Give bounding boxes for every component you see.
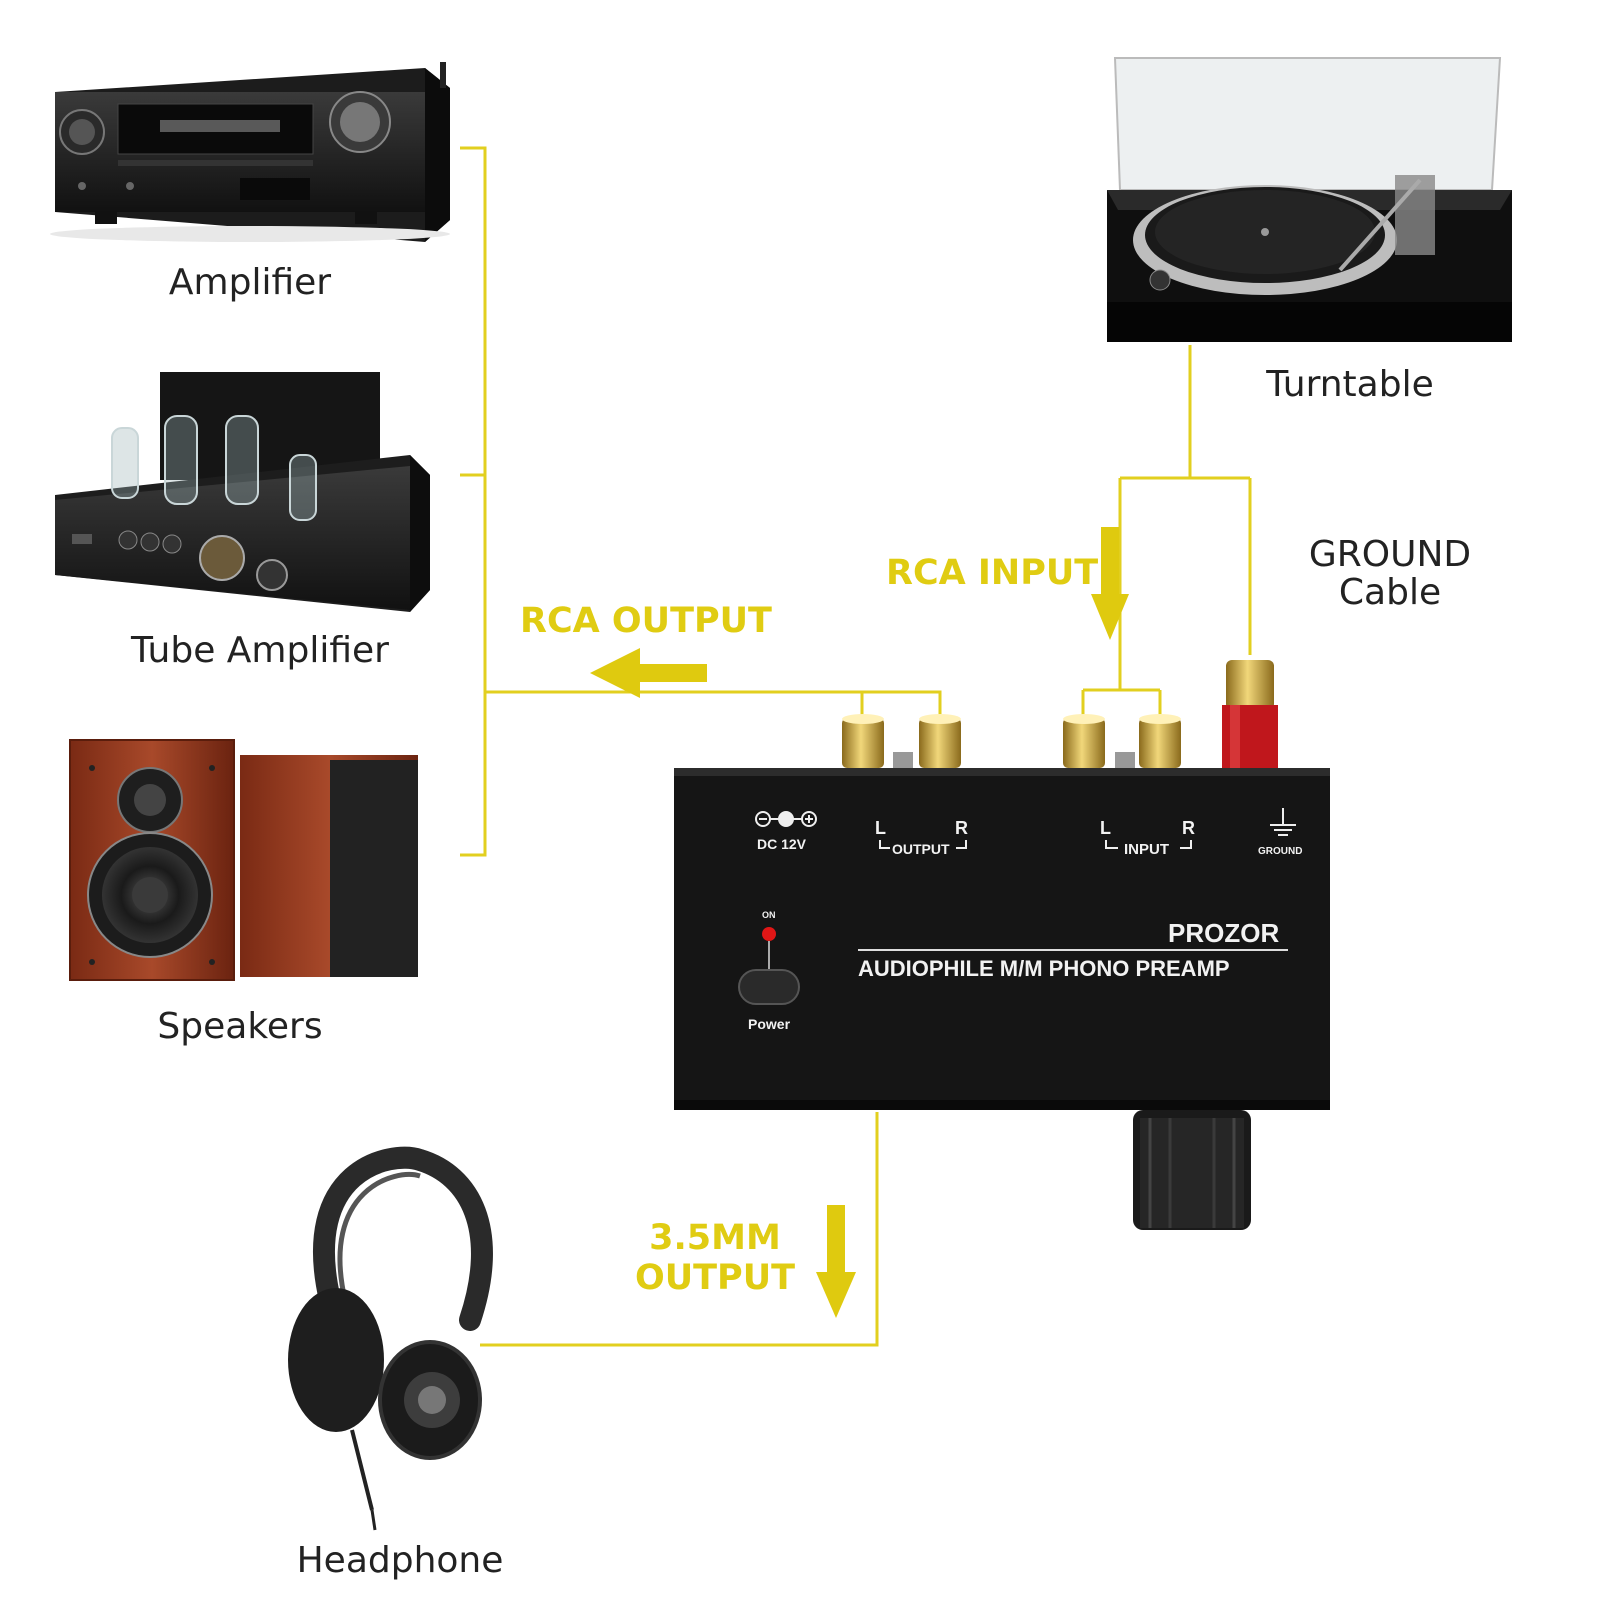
volume-knob[interactable]: [1133, 1110, 1251, 1230]
preamp-unit: [674, 660, 1330, 1230]
speakers-label: Speakers: [157, 1006, 323, 1047]
output-rca-left-jack[interactable]: [842, 714, 884, 768]
tube-amplifier-image: [55, 372, 430, 612]
amplifier-label: Amplifier: [168, 262, 332, 303]
rca-input-label: RCA INPUT: [886, 553, 1099, 593]
headphone-output-line1: 3.5MM: [649, 1218, 781, 1258]
dc-12v-label: DC 12V: [757, 836, 807, 852]
output-screw: [893, 752, 913, 768]
on-label: ON: [762, 910, 776, 920]
headphone-output-line2: OUTPUT: [635, 1258, 795, 1298]
dc-polarity-icon: [755, 811, 817, 827]
turntable-image: [1107, 57, 1512, 342]
wire-output-bus: [460, 146, 942, 857]
power-button[interactable]: [738, 969, 800, 1005]
input-left-label: L: [1100, 818, 1111, 838]
output-left-label: L: [875, 818, 886, 838]
arrow-3-5mm-output: [816, 1205, 856, 1318]
headphone-label: Headphone: [296, 1540, 504, 1581]
model-label: AUDIOPHILE M/M PHONO PREAMP: [858, 956, 1230, 981]
ground-cable-line1: GROUND: [1308, 534, 1472, 575]
output-label: OUTPUT: [892, 841, 950, 857]
rca-output-label: RCA OUTPUT: [520, 601, 772, 641]
speakers-image: [69, 739, 418, 981]
output-right-label: R: [955, 818, 968, 838]
ground-terminal[interactable]: [1222, 660, 1278, 768]
input-right-label: R: [1182, 818, 1195, 838]
input-rca-right-jack[interactable]: [1139, 714, 1181, 768]
arrow-rca-output: [590, 648, 707, 698]
ground-cable-line2: Cable: [1338, 572, 1442, 613]
wire-headphone: [480, 1112, 879, 1347]
ground-panel-label: GROUND: [1258, 846, 1303, 857]
ground-symbol-icon: [1270, 808, 1296, 836]
turntable-label: Turntable: [1266, 364, 1434, 405]
tube-amplifier-label: Tube Amplifier: [131, 630, 389, 671]
brand-label: PROZOR: [1168, 918, 1280, 948]
wire-input-bus: [1081, 345, 1252, 718]
input-label: INPUT: [1124, 841, 1169, 858]
headphone-image: [288, 1146, 493, 1531]
input-screw: [1115, 752, 1135, 768]
headphone-output-label: 3.5MM OUTPUT: [630, 1218, 800, 1298]
arrow-rca-input: [1091, 527, 1129, 640]
amplifier-image: [50, 62, 450, 242]
power-led: [762, 927, 776, 941]
output-rca-right-jack[interactable]: [919, 714, 961, 768]
power-label: Power: [748, 1016, 791, 1032]
ground-cable-label: GROUND Cable: [1270, 536, 1510, 612]
input-rca-left-jack[interactable]: [1063, 714, 1105, 768]
